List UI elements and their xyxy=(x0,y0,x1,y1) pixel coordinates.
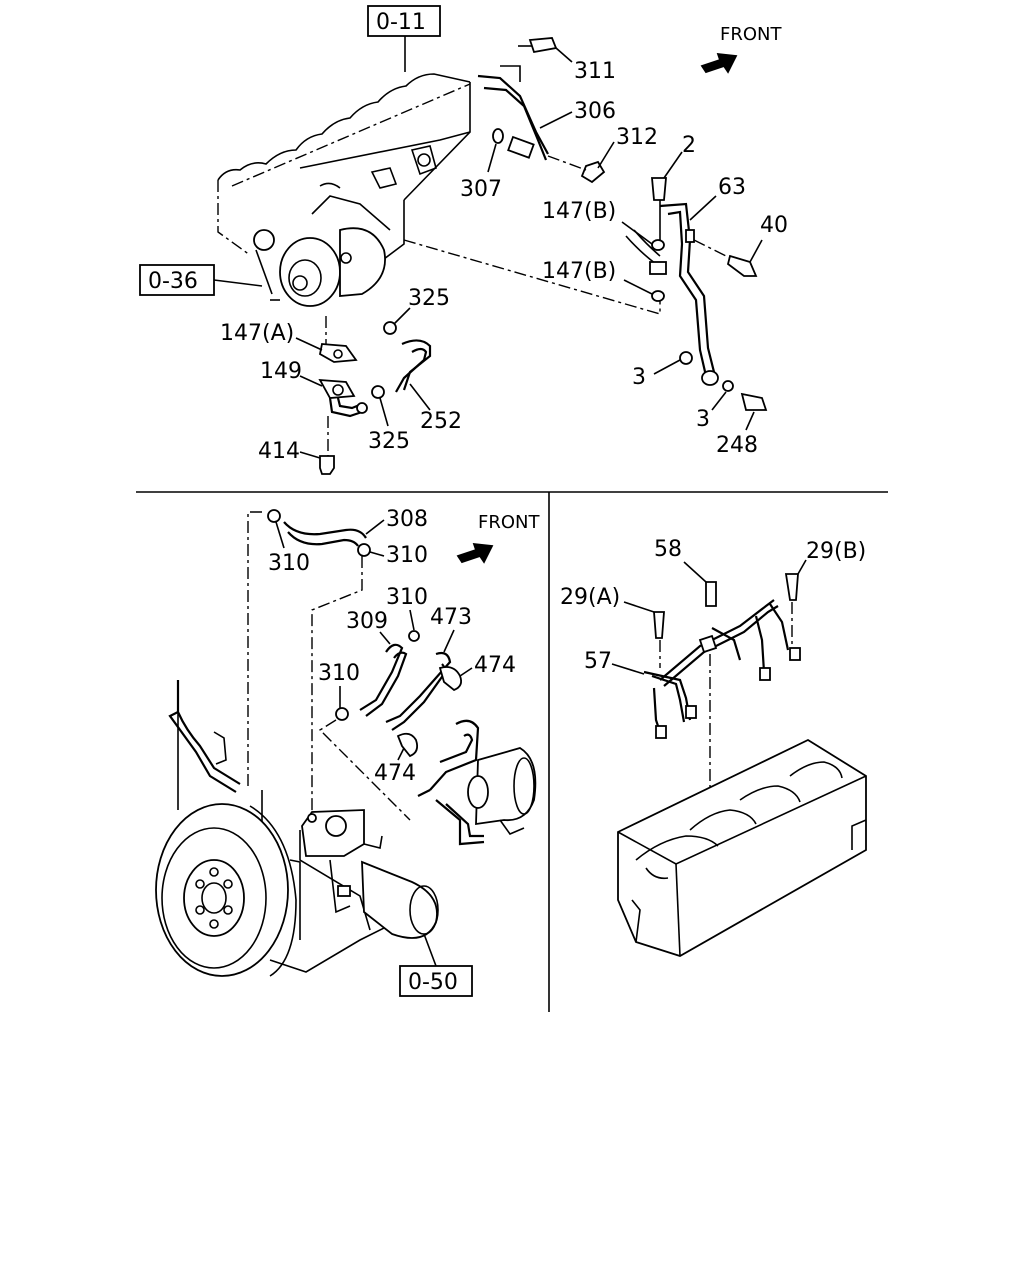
turbocharger xyxy=(253,227,386,307)
callout-310-b[interactable]: 310 xyxy=(386,543,428,568)
cylinder-block xyxy=(617,738,867,957)
top-callouts: 311 306 312 307 2 63 147(B) 40 147(B) 32… xyxy=(220,47,788,464)
callout-308[interactable]: 308 xyxy=(386,507,428,532)
bottom-right-section: 58 29(B) 29(A) 57 xyxy=(560,537,867,957)
bottom-left-section: 0-50 308 310 310 310 309 473 xyxy=(155,507,540,997)
engine-head xyxy=(217,73,471,263)
callout-325-lower[interactable]: 325 xyxy=(368,429,410,454)
front-label-top: FRONT xyxy=(720,24,782,45)
callout-40[interactable]: 40 xyxy=(760,213,788,238)
callout-3-right[interactable]: 3 xyxy=(696,407,710,432)
gasket-hose-group xyxy=(318,316,432,475)
ref-box-0-11[interactable]: 0-11 xyxy=(367,5,441,37)
callout-312[interactable]: 312 xyxy=(616,125,658,150)
callout-310-a[interactable]: 310 xyxy=(268,551,310,576)
callout-325-upper[interactable]: 325 xyxy=(408,286,450,311)
callout-311[interactable]: 311 xyxy=(574,59,616,84)
ref-box-0-50[interactable]: 0-50 xyxy=(399,965,473,997)
ref-box-0-11-label: 0-11 xyxy=(376,10,426,35)
bottom-left-callouts: 308 310 310 310 309 473 474 310 474 xyxy=(268,507,516,786)
callout-58[interactable]: 58 xyxy=(654,537,682,562)
top-section: 0-11 xyxy=(139,5,788,475)
callout-29B[interactable]: 29(B) xyxy=(806,539,866,564)
callout-474-lower[interactable]: 474 xyxy=(374,761,416,786)
flywheel xyxy=(155,803,301,977)
callout-309[interactable]: 309 xyxy=(346,609,388,634)
callout-473[interactable]: 473 xyxy=(430,605,472,630)
callout-248[interactable]: 248 xyxy=(716,433,758,458)
front-indicator-bottom: FRONT xyxy=(456,512,540,564)
piston-cooling-jets xyxy=(643,573,801,800)
bottom-right-callouts: 58 29(B) 29(A) 57 xyxy=(560,537,866,675)
callout-3-left[interactable]: 3 xyxy=(632,365,646,390)
ref-box-0-36-label: 0-36 xyxy=(148,269,198,294)
callout-310-c[interactable]: 310 xyxy=(386,585,428,610)
oil-return-pipe xyxy=(403,177,768,411)
front-label-bottom: FRONT xyxy=(478,512,540,533)
callout-2[interactable]: 2 xyxy=(682,133,696,158)
oil-cooler-pipe xyxy=(417,719,537,846)
callout-306[interactable]: 306 xyxy=(574,99,616,124)
callout-147B-upper[interactable]: 147(B) xyxy=(542,199,616,224)
callout-63[interactable]: 63 xyxy=(718,175,746,200)
ref-box-0-50-label: 0-50 xyxy=(408,970,458,995)
callout-29A[interactable]: 29(A) xyxy=(560,585,620,610)
oil-filter-assembly xyxy=(301,809,439,939)
ref-box-0-36[interactable]: 0-36 xyxy=(139,264,215,296)
callout-310-d[interactable]: 310 xyxy=(318,661,360,686)
callout-147A[interactable]: 147(A) xyxy=(220,321,294,346)
callout-307[interactable]: 307 xyxy=(460,177,502,202)
callout-149[interactable]: 149 xyxy=(260,359,302,384)
callout-147B-lower[interactable]: 147(B) xyxy=(542,259,616,284)
callout-57[interactable]: 57 xyxy=(584,649,612,674)
callout-252[interactable]: 252 xyxy=(420,409,462,434)
front-indicator-top: FRONT xyxy=(700,24,782,74)
callout-414[interactable]: 414 xyxy=(258,439,300,464)
front-arrow-icon xyxy=(700,52,738,74)
callout-474-upper[interactable]: 474 xyxy=(474,653,516,678)
